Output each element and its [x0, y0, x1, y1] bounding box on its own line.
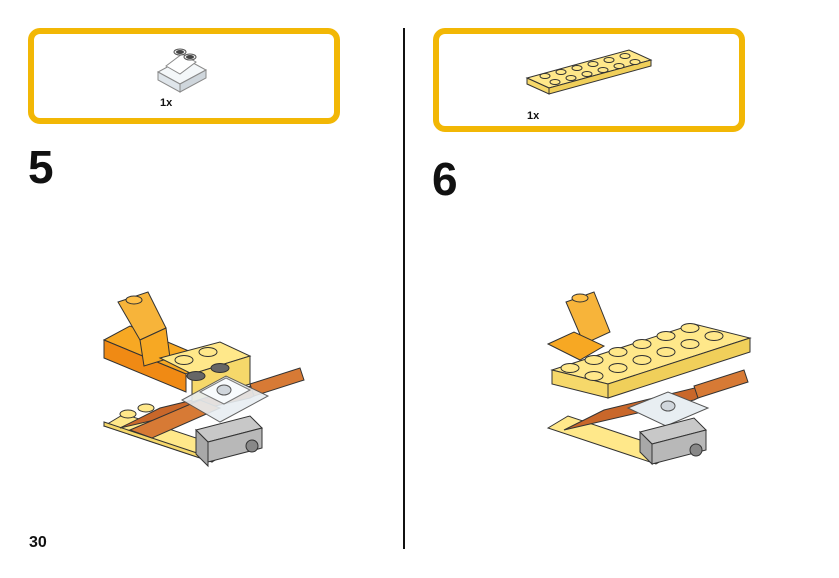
parts-callout-step-6: 1x — [433, 28, 745, 132]
part-quantity: 1x — [527, 110, 539, 122]
step-number: 5 — [28, 144, 54, 190]
step-number: 6 — [432, 156, 458, 202]
page-divider — [403, 28, 405, 549]
parts-callout-step-5: 1x — [28, 28, 340, 124]
plane-assembly-step-6-icon — [544, 288, 754, 468]
step-6-panel: 1x 6 — [406, 0, 839, 578]
plane-assembly-step-5-icon — [100, 288, 310, 463]
part-quantity: 1x — [160, 97, 172, 109]
transparent-slope-brick-icon — [152, 42, 212, 94]
yellow-2x6-plate-icon — [521, 38, 661, 98]
step-5-panel: 1x 5 30 — [0, 0, 405, 578]
page-number: 30 — [29, 534, 47, 552]
